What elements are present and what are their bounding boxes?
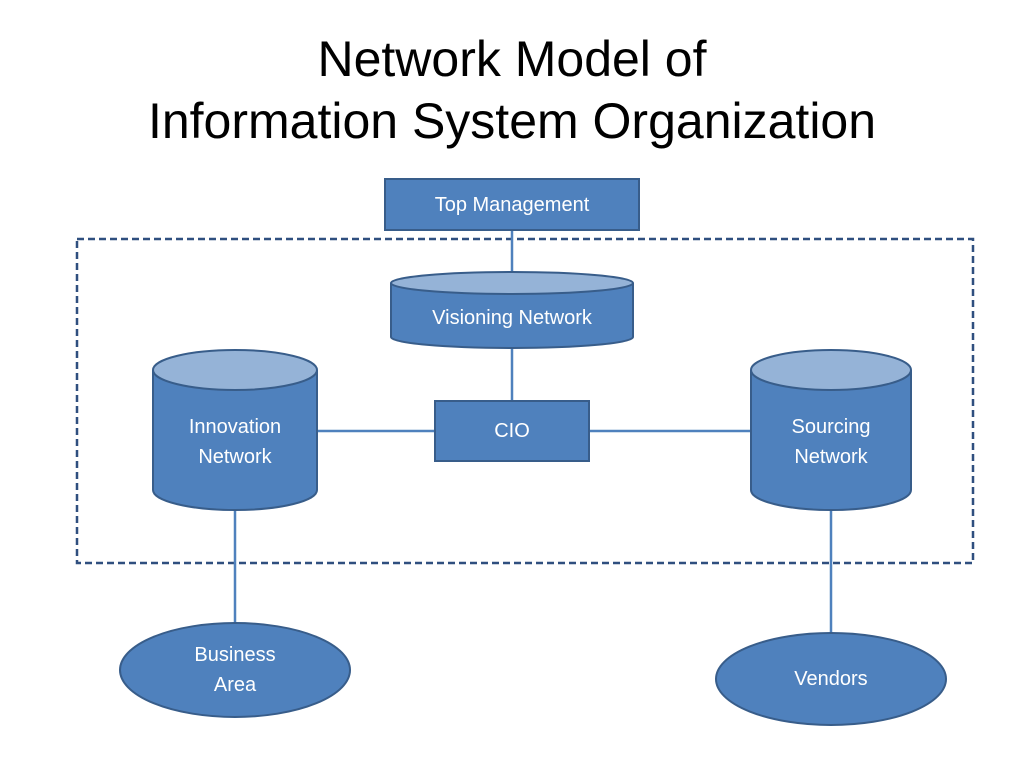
business-area-label: Business Area [194,644,276,696]
visioning-network-cylinder [390,271,634,349]
cio-box [434,400,590,462]
organization-boundary [75,237,975,565]
business-area-ellipse [119,622,351,718]
sourcing-network-label: Sourcing Network [791,416,871,468]
top-management-box [384,178,640,231]
visioning-network-label: Visioning Network [432,307,592,329]
title-line-1: Network Model of [317,31,707,87]
vendors-ellipse [715,632,947,726]
innovation-network-label: Innovation Network [188,416,282,468]
top-management-label: Top Management [434,193,590,216]
slide-title: Network Model of Information System Orga… [0,28,1024,152]
innovation-network-cylinder [152,349,318,511]
cio-label: CIO [494,420,530,442]
vendors-label: Vendors [794,668,868,690]
title-line-2: Information System Organization [147,93,877,149]
sourcing-network-cylinder [750,349,912,511]
